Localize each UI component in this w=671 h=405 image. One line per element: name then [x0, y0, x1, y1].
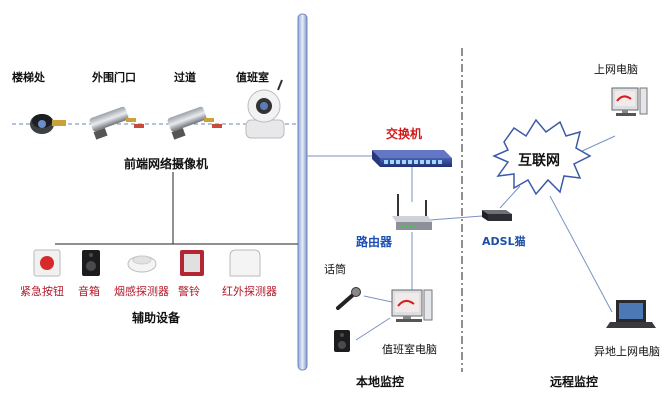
duty-pc-label: 值班室电脑	[382, 343, 437, 356]
aux-group-label: 辅助设备	[132, 311, 181, 325]
desktop-computer-icon	[611, 87, 648, 116]
dome-camera-icon	[30, 114, 66, 134]
switch-icon	[372, 150, 452, 167]
camera-label-outer-door: 外围门口	[92, 71, 136, 84]
router-icon	[392, 194, 432, 230]
router-label: 路由器	[356, 235, 393, 249]
network-bus	[297, 13, 308, 371]
microphone-label: 话筒	[324, 263, 346, 276]
internet-to-remote-pc	[549, 195, 613, 313]
aux-label-infrared-detector: 红外探测器	[222, 285, 277, 298]
internet-cloud-icon	[492, 118, 592, 196]
aux-label-speaker: 音箱	[78, 285, 100, 298]
desktop-computer-icon	[391, 289, 433, 322]
online-pc-label: 上网电脑	[594, 63, 638, 76]
switch-label: 交换机	[386, 127, 423, 141]
speaker-icon	[334, 330, 350, 352]
emergency-button-icon	[33, 249, 61, 277]
aux-label-alarm-bell: 警铃	[178, 285, 200, 298]
section-remote-label: 远程监控	[550, 375, 599, 389]
ptz-camera-icon	[245, 79, 285, 139]
bullet-camera-icon	[167, 106, 222, 140]
remote-pc-label: 异地上网电脑	[594, 345, 660, 358]
internet-label: 互联网	[518, 153, 560, 169]
infrared-detector-icon	[229, 249, 261, 277]
camera-group-label: 前端网络摄像机	[124, 157, 209, 171]
modem-to-internet	[499, 185, 521, 209]
smoke-detector-icon	[127, 255, 157, 273]
camera-label-duty-room: 值班室	[236, 71, 269, 84]
internet-to-online-pc	[579, 135, 616, 153]
alarm-bell-icon	[180, 250, 204, 276]
camera-label-corridor: 过道	[174, 71, 196, 84]
adsl-modem-label: ADSL猫	[482, 235, 526, 248]
camera-label-stairs: 楼梯处	[12, 71, 45, 84]
microphone-icon	[336, 287, 361, 310]
router-to-modem	[429, 215, 483, 221]
aux-label-emergency-button: 紧急按钮	[20, 285, 64, 298]
speaker-to-pc	[355, 317, 391, 341]
speaker-icon	[82, 250, 100, 276]
adsl-modem-icon	[482, 210, 512, 221]
section-local-label: 本地监控	[356, 375, 405, 389]
bullet-camera-icon	[89, 106, 144, 140]
aux-label-smoke-detector: 烟感探测器	[114, 285, 169, 298]
laptop-icon	[606, 300, 656, 328]
mic-to-pc	[363, 295, 393, 303]
